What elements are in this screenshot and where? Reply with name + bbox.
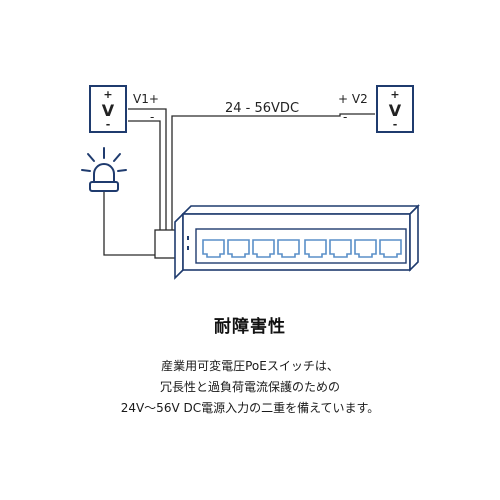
v2-label: + V2 xyxy=(338,92,368,106)
ethernet-port-7 xyxy=(354,239,377,258)
description: 産業用可変電圧PoEスイッチは、 冗長性と過負荷電流保護のための 24V〜56V… xyxy=(0,356,500,419)
v1-plus-sign: + xyxy=(103,88,112,101)
description-line-2: 冗長性と過負荷電流保護のための xyxy=(159,380,340,394)
switch-top-face xyxy=(181,205,420,215)
v1-power-supply: + V - xyxy=(89,85,127,133)
ethernet-ports xyxy=(202,239,402,258)
ethernet-port-1 xyxy=(202,239,225,258)
v2-power-supply: + V - xyxy=(376,85,414,133)
ethernet-port-4 xyxy=(277,239,300,258)
v1-symbol: V xyxy=(102,101,115,120)
ethernet-port-8 xyxy=(379,239,402,258)
v1-supply-box xyxy=(89,85,127,133)
ethernet-port-6 xyxy=(329,239,352,258)
v1-label: V1+ xyxy=(133,92,159,106)
voltage-range-label: 24 - 56VDC xyxy=(225,101,299,116)
ethernet-port-3 xyxy=(252,239,275,258)
alarm-beacon-icon xyxy=(81,147,127,192)
v1-positive-wire xyxy=(128,108,167,230)
v2-supply-box xyxy=(376,85,414,133)
switch-side-face xyxy=(174,212,184,280)
section-title: 耐障害性 xyxy=(214,317,286,337)
description-line-3: 24V〜56V DC電源入力の二重を備えています。 xyxy=(120,401,380,415)
v1-minus-label: - xyxy=(150,110,154,124)
poe-switch xyxy=(154,204,420,280)
ethernet-port-5 xyxy=(304,239,327,258)
power-terminal-block xyxy=(154,229,178,259)
v1-minus-sign: - xyxy=(106,118,111,131)
v1-negative-wire xyxy=(128,120,161,230)
v2-symbol: V xyxy=(389,101,402,120)
v2-minus-sign: - xyxy=(393,118,398,131)
description-line-1: 産業用可変電圧PoEスイッチは、 xyxy=(161,359,339,373)
v2-wire xyxy=(171,113,375,230)
v2-plus-sign: + xyxy=(390,88,399,101)
v2-minus-label: - xyxy=(343,110,347,124)
ethernet-port-2 xyxy=(227,239,250,258)
wiring xyxy=(103,108,375,256)
alarm-wire xyxy=(103,192,160,256)
